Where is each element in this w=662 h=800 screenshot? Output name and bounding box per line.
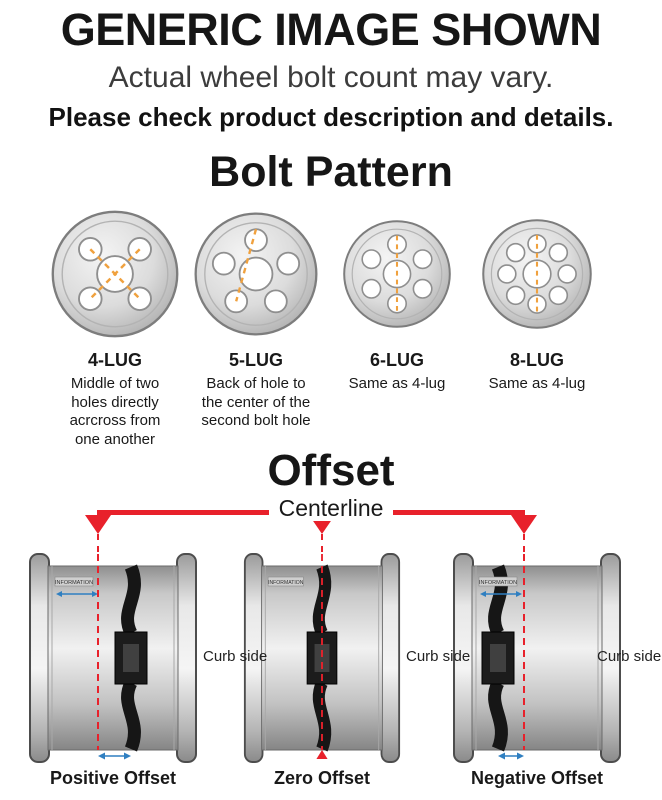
rim-info-text: INFORMATION	[479, 580, 517, 586]
rim-flange	[176, 553, 197, 763]
lug-4-description: Middle of two holes directly acrcross fr…	[69, 375, 161, 448]
lug-8-label: 8-LUG	[510, 350, 564, 370]
lug-8-description: Same as 4-lug	[488, 375, 586, 392]
arrowhead-icon	[124, 752, 131, 760]
note-text: Please check product description and det…	[48, 102, 614, 132]
rim-ring	[61, 220, 169, 328]
zero-offset-marker	[316, 750, 328, 759]
centerline-arrow-negative	[511, 515, 537, 534]
bolt-pattern-title: Bolt Pattern	[209, 148, 453, 196]
bolt-holes	[211, 228, 301, 314]
rim-flange	[380, 553, 401, 763]
lug-6-diagram-wrap	[330, 206, 464, 342]
lug-8-diagram	[482, 219, 592, 329]
lug-5-description: Back of hole to the center of the second…	[201, 375, 311, 430]
rim-info-text: INFORMATION	[55, 580, 93, 586]
positive-offset-label: Positive Offset	[49, 768, 177, 788]
curb-side-label-1: Curb side	[203, 648, 268, 665]
centerline-dash-connector	[321, 534, 323, 552]
lug-5-diagram	[194, 212, 318, 336]
arrowhead-icon	[56, 591, 62, 597]
rim-info-text: INFORMATION	[268, 580, 303, 586]
wheel-disc	[121, 564, 141, 636]
measure-dashed-lines	[89, 248, 141, 300]
hub-bore	[123, 644, 139, 672]
rim-ring	[351, 228, 443, 320]
lug-6-diagram	[343, 220, 451, 328]
arrowhead-icon	[516, 591, 522, 597]
lug-4-diagram	[51, 210, 179, 338]
curb-side-label-2: Curb side	[406, 648, 471, 665]
wheel-disc	[488, 564, 508, 636]
arrowhead-icon	[517, 752, 524, 760]
lug-8-column: 8-LUG Same as 4-lug	[470, 206, 604, 394]
hub-bore	[490, 644, 506, 672]
wheel-zero-offset: INFORMATION	[243, 553, 401, 763]
wheel-disc	[312, 564, 332, 636]
hub-bore	[314, 644, 330, 672]
arrowhead-icon	[480, 591, 486, 597]
wheel-positive-offset: INFORMATION	[29, 553, 197, 763]
centerline-arrow-positive	[85, 515, 111, 534]
rim-barrel	[47, 565, 179, 751]
rim-info-tag	[54, 576, 94, 587]
lug-4-diagram-wrap	[36, 206, 194, 342]
page-title: GENERIC IMAGE SHOWN	[60, 4, 602, 55]
rim-ring	[490, 227, 584, 321]
lug-5-diagram-wrap	[182, 206, 330, 342]
lug-6-description: Same as 4-lug	[348, 375, 446, 392]
lug-4-column: 4-LUG Middle of two holes directly acrcr…	[36, 206, 194, 449]
zero-offset-label: Zero Offset	[273, 768, 370, 788]
wheel-negative-offset: INFORMATION	[453, 553, 621, 763]
measure-dashed-lines	[235, 228, 258, 302]
rim-info-tag	[478, 576, 518, 587]
lug-6-column: 6-LUG Same as 4-lug	[330, 206, 464, 394]
centerline-label: Centerline	[0, 495, 662, 522]
center-bore	[238, 256, 274, 292]
centerline-dash-connector	[523, 534, 525, 552]
lug-5-label: 5-LUG	[229, 350, 283, 370]
lug-5-column: 5-LUG Back of hole to the center of the …	[182, 206, 330, 431]
lug-6-label: 6-LUG	[370, 350, 424, 370]
rim-flange	[29, 553, 50, 763]
centerline-label-text: Centerline	[268, 495, 394, 521]
subtitle: Actual wheel bolt count may vary.	[108, 61, 554, 94]
arrowhead-icon	[98, 752, 105, 760]
arrowhead-icon	[92, 591, 98, 597]
wheel-disc	[121, 680, 141, 752]
bolt-holes	[361, 234, 433, 314]
arrowhead-icon	[498, 752, 505, 760]
negative-offset-label: Negative Offset	[470, 768, 604, 788]
curb-side-label-3: Curb side	[597, 648, 662, 665]
centerline-dash-connector	[97, 534, 99, 552]
lug-8-diagram-wrap	[470, 206, 604, 342]
lug-4-label: 4-LUG	[88, 350, 142, 370]
offset-title: Offset	[267, 446, 395, 495]
rim-info-tag	[267, 576, 304, 587]
rim-ring	[204, 222, 308, 326]
wheel-disc	[488, 680, 508, 752]
